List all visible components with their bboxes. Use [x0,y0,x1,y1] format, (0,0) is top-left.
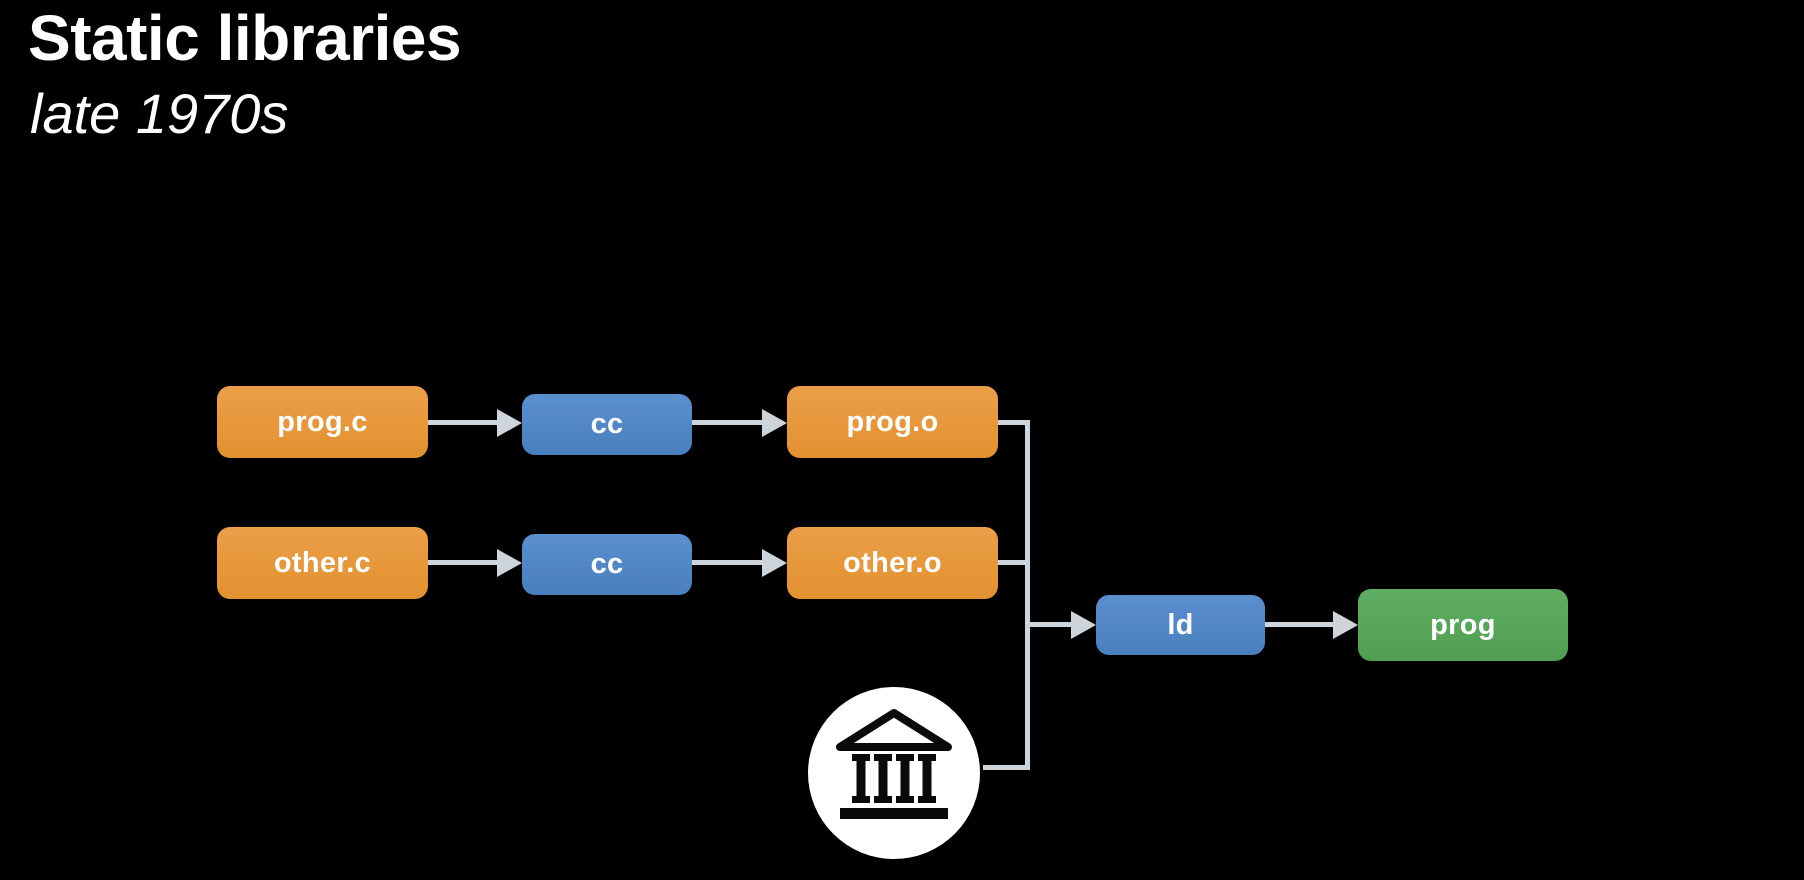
node-ld: ld [1096,595,1265,655]
node-cc-top: cc [522,394,692,455]
arrowhead-icon [1071,611,1096,639]
library-circle [808,687,980,859]
node-cc-top-label: cc [590,408,624,440]
edge-progo-to-junction-line [996,420,1030,425]
edge-junction-to-ld-line [1025,622,1071,627]
node-prog-c-label: prog.c [277,405,368,438]
node-prog-c: prog.c [217,386,428,458]
node-prog-o: prog.o [787,386,998,458]
edge-otherc-to-cc-line [426,560,498,565]
node-prog-o-label: prog.o [846,405,939,438]
arrowhead-icon [762,409,787,437]
node-other-o-label: other.o [843,546,942,579]
node-prog: prog [1358,589,1568,661]
edge-ld-to-prog-line [1263,622,1334,627]
edge-cc-to-progo-line [690,420,763,425]
edge-library-to-junction-line [983,765,1030,770]
node-other-c-label: other.c [273,546,372,579]
edge-progc-to-cc-line [426,420,498,425]
bank-icon [836,709,952,819]
node-ld-label: ld [1167,608,1194,641]
junction-trunk-line [1025,420,1030,770]
node-other-o: other.o [787,527,998,599]
edge-othero-to-junction-line [996,560,1030,565]
slide-subtitle: late 1970s [30,82,289,145]
node-cc-bottom: cc [522,534,692,595]
arrowhead-icon [1333,611,1358,639]
arrowhead-icon [497,549,522,577]
node-prog-label: prog [1430,608,1496,641]
node-other-c: other.c [217,527,428,599]
arrowhead-icon [497,409,522,437]
arrowhead-icon [762,549,787,577]
node-cc-bottom-label: cc [590,548,624,580]
slide-title: Static libraries [28,2,462,74]
edge-cc-to-othero-line [690,560,763,565]
